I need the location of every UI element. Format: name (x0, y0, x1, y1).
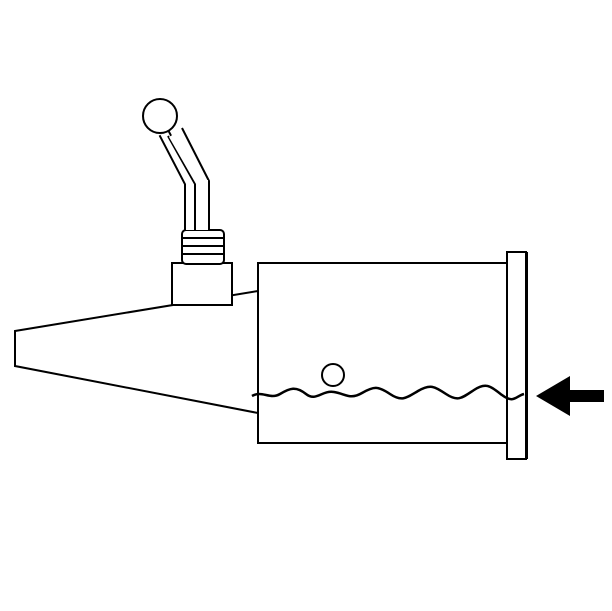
shift-lever-shaft-left (167, 135, 196, 230)
rear-flange (506, 251, 527, 460)
shift-lever-shaft-right (181, 127, 210, 230)
pointer-arrow-icon (536, 376, 604, 416)
lever-mask-upper (169, 130, 207, 184)
extension-housing (14, 289, 259, 415)
lever-mask (196, 180, 208, 230)
shift-lever-icon (158, 130, 196, 230)
shift-boot (181, 229, 225, 265)
shift-tower-base (171, 262, 233, 306)
fluid-level-line (251, 384, 525, 401)
shift-knob (142, 98, 178, 134)
fill-plug-hole (321, 363, 345, 387)
case-body (257, 262, 528, 444)
